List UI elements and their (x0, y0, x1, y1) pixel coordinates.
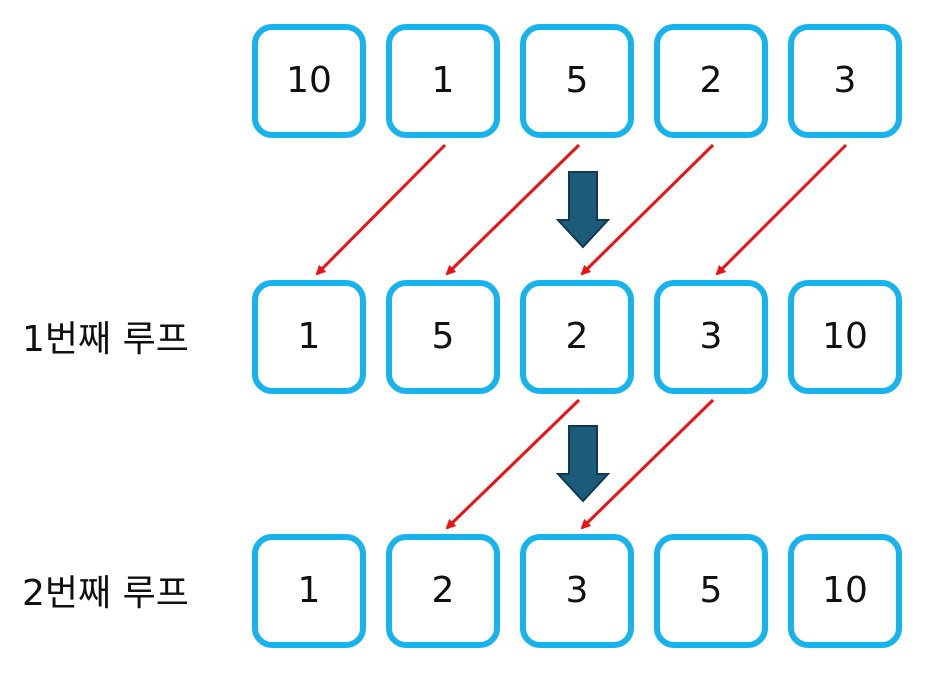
cell-value: 2 (431, 570, 455, 611)
cell-value: 5 (431, 316, 455, 357)
array-cell: 1 (386, 24, 500, 138)
cell-value: 5 (565, 60, 589, 101)
array-cell: 3 (520, 534, 634, 648)
array-cell: 2 (654, 24, 768, 138)
array-cell: 1 (252, 534, 366, 648)
cell-value: 10 (286, 60, 332, 101)
array-cell: 5 (386, 280, 500, 394)
array-cell: 5 (654, 534, 768, 648)
cell-value: 10 (822, 570, 868, 611)
array-cell: 2 (386, 534, 500, 648)
row-label: 2번째 루프 (22, 573, 189, 614)
array-cell: 3 (654, 280, 768, 394)
move-arrow (445, 398, 581, 530)
cell-value: 3 (833, 60, 857, 101)
array-cell: 10 (788, 534, 902, 648)
array-cell: 5 (520, 24, 634, 138)
step-down-arrow-1 (555, 171, 611, 249)
cell-value: 10 (822, 316, 868, 357)
cell-value: 2 (565, 316, 589, 357)
array-cell: 1 (252, 280, 366, 394)
step-down-arrow-2 (555, 425, 611, 503)
move-arrow (315, 143, 447, 276)
array-cell: 2 (520, 280, 634, 394)
array-cell: 3 (788, 24, 902, 138)
cell-value: 2 (699, 60, 723, 101)
array-cell: 10 (252, 24, 366, 138)
row-label: 1번째 루프 (22, 319, 189, 360)
cell-value: 1 (297, 316, 321, 357)
move-arrow (580, 143, 715, 276)
move-arrow (580, 398, 715, 530)
cell-value: 3 (565, 570, 589, 611)
cell-value: 5 (699, 570, 723, 611)
cell-value: 3 (699, 316, 723, 357)
cell-value: 1 (431, 60, 455, 101)
array-cell: 10 (788, 280, 902, 394)
cell-value: 1 (297, 570, 321, 611)
move-arrow (445, 143, 581, 276)
move-arrow (715, 143, 848, 276)
